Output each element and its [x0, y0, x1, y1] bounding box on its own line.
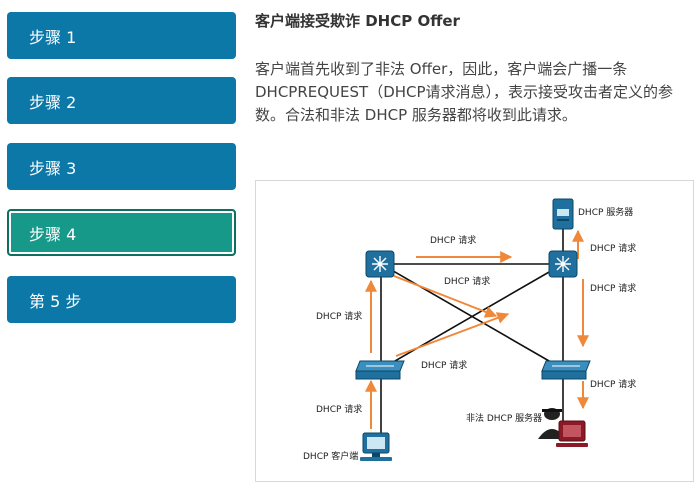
bottom-right-switch-icon — [541, 360, 591, 380]
bottom-left-switch-icon — [355, 360, 405, 380]
step-5-button[interactable]: 第 5 步 — [7, 276, 236, 323]
network-diagram-svg: DHCP 服务器 DHCP 客户端 非法 DHCP 服务器 DHCP 请求 DH… — [303, 198, 636, 462]
top-right-switch-icon — [548, 250, 578, 278]
dhcp-client-pc-icon — [360, 432, 392, 461]
step-1-button[interactable]: 步骤 1 — [7, 12, 236, 59]
network-diagram: DHCP 服务器 DHCP 客户端 非法 DHCP 服务器 DHCP 请求 DH… — [255, 180, 694, 482]
request-label-client: DHCP 请求 — [316, 403, 362, 415]
link-cross-2 — [380, 263, 564, 370]
request-label-top: DHCP 请求 — [430, 234, 476, 246]
content-title: 客户端接受欺诈 DHCP Offer — [255, 12, 460, 30]
arrow-cross-down — [393, 275, 498, 318]
request-label-left: DHCP 请求 — [316, 310, 362, 322]
rogue-server-label: 非法 DHCP 服务器 — [466, 412, 542, 424]
arrow-cross-up — [395, 312, 510, 357]
step-3-button[interactable]: 步骤 3 — [7, 143, 236, 190]
request-label-server: DHCP 请求 — [590, 242, 636, 254]
top-left-switch-icon — [365, 250, 395, 278]
dhcp-server-label: DHCP 服务器 — [578, 206, 633, 218]
dhcp-client-label: DHCP 客户端 — [303, 450, 358, 462]
request-label-middle: DHCP 请求 — [421, 359, 467, 371]
step-4-button[interactable]: 步骤 4 — [7, 209, 236, 256]
request-label-cross: DHCP 请求 — [444, 275, 490, 287]
step-2-button[interactable]: 步骤 2 — [7, 77, 236, 124]
request-arrows — [365, 229, 589, 429]
network-links — [380, 214, 564, 446]
request-label-rogue: DHCP 请求 — [590, 378, 636, 390]
rogue-server-icon — [538, 408, 588, 447]
request-label-right: DHCP 请求 — [590, 282, 636, 294]
dhcp-server-icon — [552, 198, 574, 230]
content-description: 客户端首先收到了非法 Offer，因此，客户端会广播一条DHCPREQUEST（… — [255, 60, 674, 124]
